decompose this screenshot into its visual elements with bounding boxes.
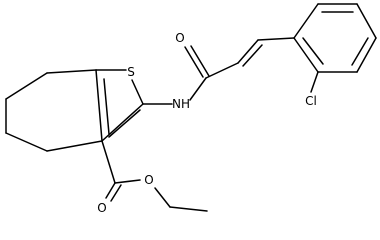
bond-ring-c2-c3 (5, 132, 48, 152)
bond-benzene-inner-2 (351, 37, 369, 66)
bond-c-cl (310, 71, 319, 93)
bond-benzene-3 (356, 3, 377, 39)
bond-benzene-1 (293, 3, 319, 39)
bond-ester-co-1 (105, 182, 116, 199)
bonds (5, 3, 377, 212)
bond-thiophene-c3-c2-inner (108, 109, 141, 138)
bond-carbonyl-vinyl (205, 62, 239, 79)
bond-amide-co-1 (184, 46, 204, 78)
bond-ring-fusion-inner (103, 78, 110, 135)
bond-o-ch2 (154, 187, 171, 208)
bond-benzene-6 (293, 37, 319, 73)
bond-ester-co-2 (110, 184, 122, 202)
bond-ring-c3-c4 (46, 140, 103, 152)
bond-benzene-inner-3 (302, 37, 324, 65)
bond-thiophene-c3-c2 (101, 103, 144, 142)
bond-ring-c6-c5 (46, 69, 97, 74)
bond-ring-fusion (95, 69, 103, 142)
amide-oxygen-label: O (175, 31, 184, 45)
ester-carbonyl-oxygen-label: O (97, 201, 106, 215)
sulfur-atom-label: S (127, 65, 135, 79)
bond-vinyl-double-2 (242, 44, 263, 67)
bond-ring-c1-c6 (5, 72, 48, 100)
bond-vinyl-double-1 (237, 39, 259, 64)
bond-benzene-4 (356, 37, 377, 73)
amide-nh-label: NH (172, 97, 190, 111)
atom-labels: S NH O Cl O O (97, 31, 317, 215)
bond-vinyl-aryl (257, 37, 295, 41)
bond-thiophene-s-c2 (131, 79, 144, 105)
bond-ester-c-o (114, 179, 141, 184)
bond-c3-ester-carbon (101, 140, 116, 184)
bond-nh-carbonyl (189, 77, 207, 101)
ester-ether-oxygen-label: O (144, 173, 153, 187)
bond-amide-co-2 (190, 45, 210, 77)
chlorine-atom-label: Cl (305, 94, 317, 108)
bond-ch2-ch3 (169, 206, 208, 212)
